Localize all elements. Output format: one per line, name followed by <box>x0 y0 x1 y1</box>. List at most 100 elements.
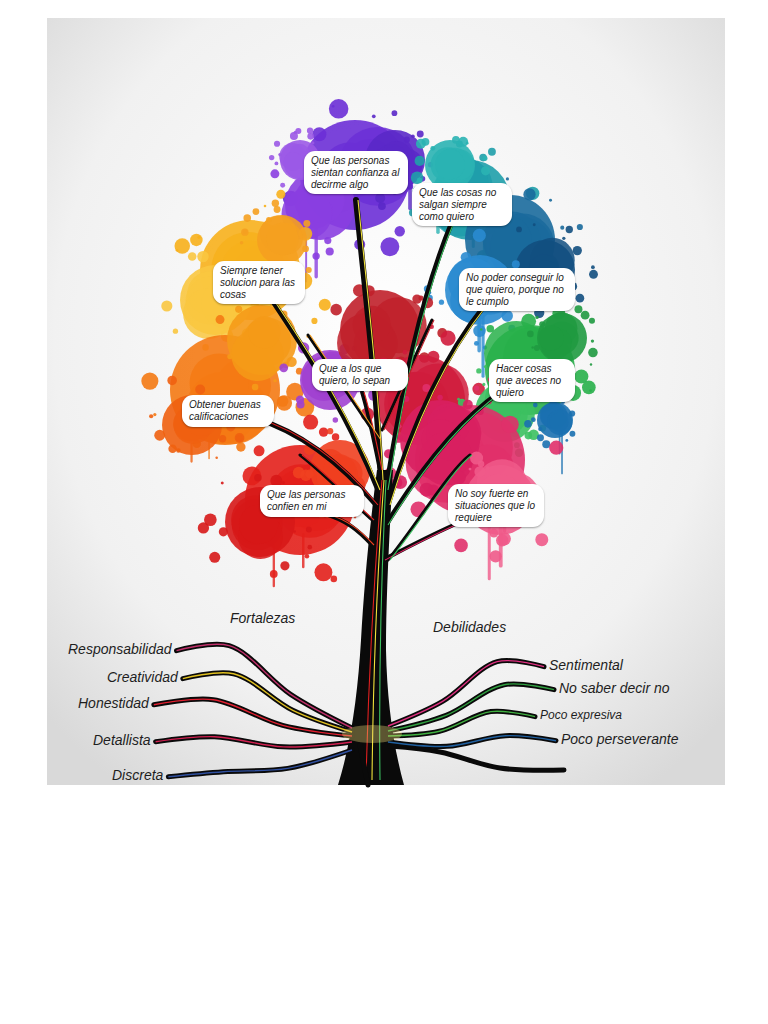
paint-dot <box>486 466 490 470</box>
paint-dot <box>236 442 245 451</box>
paint-dot <box>463 400 473 410</box>
paint-dot <box>487 325 495 333</box>
root-highlight <box>388 736 556 747</box>
bubble-text: Hacer cosas que aveces no quiero <box>496 363 568 398</box>
bubble-text: No poder conseguir lo que quiero, porque… <box>466 272 568 307</box>
root <box>156 737 352 747</box>
paint-dot <box>296 396 304 404</box>
branch-highlight <box>364 392 382 470</box>
root-glow <box>342 725 402 743</box>
paint-dot <box>141 373 158 390</box>
paint-dot <box>332 105 335 108</box>
paint-dot <box>566 226 573 233</box>
paint-splatter <box>141 99 598 587</box>
paint-dot <box>534 345 540 351</box>
paint-dot <box>501 416 518 433</box>
root-label: Creatividad <box>107 670 178 685</box>
paint-dot <box>375 193 385 203</box>
paint-dot <box>415 156 425 166</box>
root-label: No saber decir no <box>559 681 670 696</box>
paint-dot <box>330 304 342 316</box>
thought-bubble: No soy fuerte en situaciones que lo requ… <box>448 484 544 527</box>
paint-dot <box>188 252 197 261</box>
paint-dot <box>154 430 165 441</box>
paint-dot <box>173 328 178 333</box>
root-highlight <box>156 737 352 747</box>
paint-dot <box>588 348 598 358</box>
paint-dot <box>176 448 180 452</box>
root-highlight <box>154 699 352 736</box>
paint-dot <box>411 135 415 139</box>
bubble-text: Que las personas confien en mi <box>267 489 357 513</box>
paint-dot <box>527 331 534 338</box>
paint-dot <box>277 396 288 407</box>
paint-dot <box>589 270 598 279</box>
paint-dot <box>458 137 468 147</box>
paint-dot <box>435 150 465 180</box>
paint-dot <box>274 141 280 147</box>
paint-dot <box>531 346 533 348</box>
paint-dot <box>521 314 536 329</box>
paint-dot <box>569 431 575 437</box>
paint-dot <box>537 313 587 363</box>
root <box>177 644 352 728</box>
paint-dot <box>311 141 314 144</box>
paint-dot <box>576 294 585 303</box>
paint-dot <box>149 414 153 418</box>
paint-dot <box>254 474 262 482</box>
paint-dot <box>277 395 292 410</box>
paint-dot <box>533 223 536 226</box>
paint-dot <box>280 561 289 570</box>
paint-dot <box>591 339 594 342</box>
paint-dot <box>312 127 326 141</box>
paint-dot <box>279 364 288 373</box>
thought-bubble: Que las cosas no salgan siempre como qui… <box>412 183 512 226</box>
root-highlight <box>177 644 352 728</box>
paint-dot <box>219 435 226 442</box>
paint-dot <box>293 467 305 479</box>
paint-dot <box>243 467 262 486</box>
paint-dot <box>488 148 496 156</box>
paint-dot <box>284 197 287 200</box>
paint-dot <box>577 224 583 230</box>
paint-dot <box>501 310 513 322</box>
root-highlight <box>388 711 535 736</box>
root-highlight <box>183 673 352 732</box>
paint-dot <box>161 300 172 311</box>
thought-bubble: Que las personas sientan confianza al de… <box>304 151 408 194</box>
paint-dot <box>489 550 501 562</box>
paint-dot <box>482 383 485 386</box>
paint-dot <box>574 305 582 313</box>
paint-dot <box>266 223 299 256</box>
paint-dot <box>535 316 538 319</box>
paint-dot <box>484 365 487 368</box>
paint-dot <box>190 234 203 247</box>
root <box>388 711 535 736</box>
root-highlight <box>388 661 544 726</box>
paint-dot <box>195 384 205 394</box>
paint-dot <box>284 152 303 171</box>
paint-dot <box>476 368 481 373</box>
paint-dot <box>273 379 276 382</box>
paint-dot <box>241 228 248 235</box>
paint-dot <box>167 376 177 386</box>
paint-dot <box>473 229 486 242</box>
paint-dot <box>506 177 509 180</box>
bubble-text: Que a los que quiero, lo sepan <box>319 363 401 387</box>
root-highlight <box>388 684 554 731</box>
paint-dot <box>236 435 242 441</box>
paint-dot <box>547 410 572 435</box>
paint-dot <box>573 246 582 255</box>
paint-dot <box>274 206 281 213</box>
bubble-text: No soy fuerte en situaciones que lo requ… <box>455 488 537 523</box>
paint-dot <box>307 128 313 134</box>
paint-dot <box>272 199 279 206</box>
paint-dot <box>417 131 424 138</box>
paint-dot <box>474 466 485 477</box>
paint-dot <box>418 295 423 300</box>
root <box>388 736 556 747</box>
paint-dot <box>168 445 177 454</box>
paint-dot <box>197 251 208 262</box>
paint-dot <box>535 533 548 546</box>
paint-dot <box>307 133 314 140</box>
